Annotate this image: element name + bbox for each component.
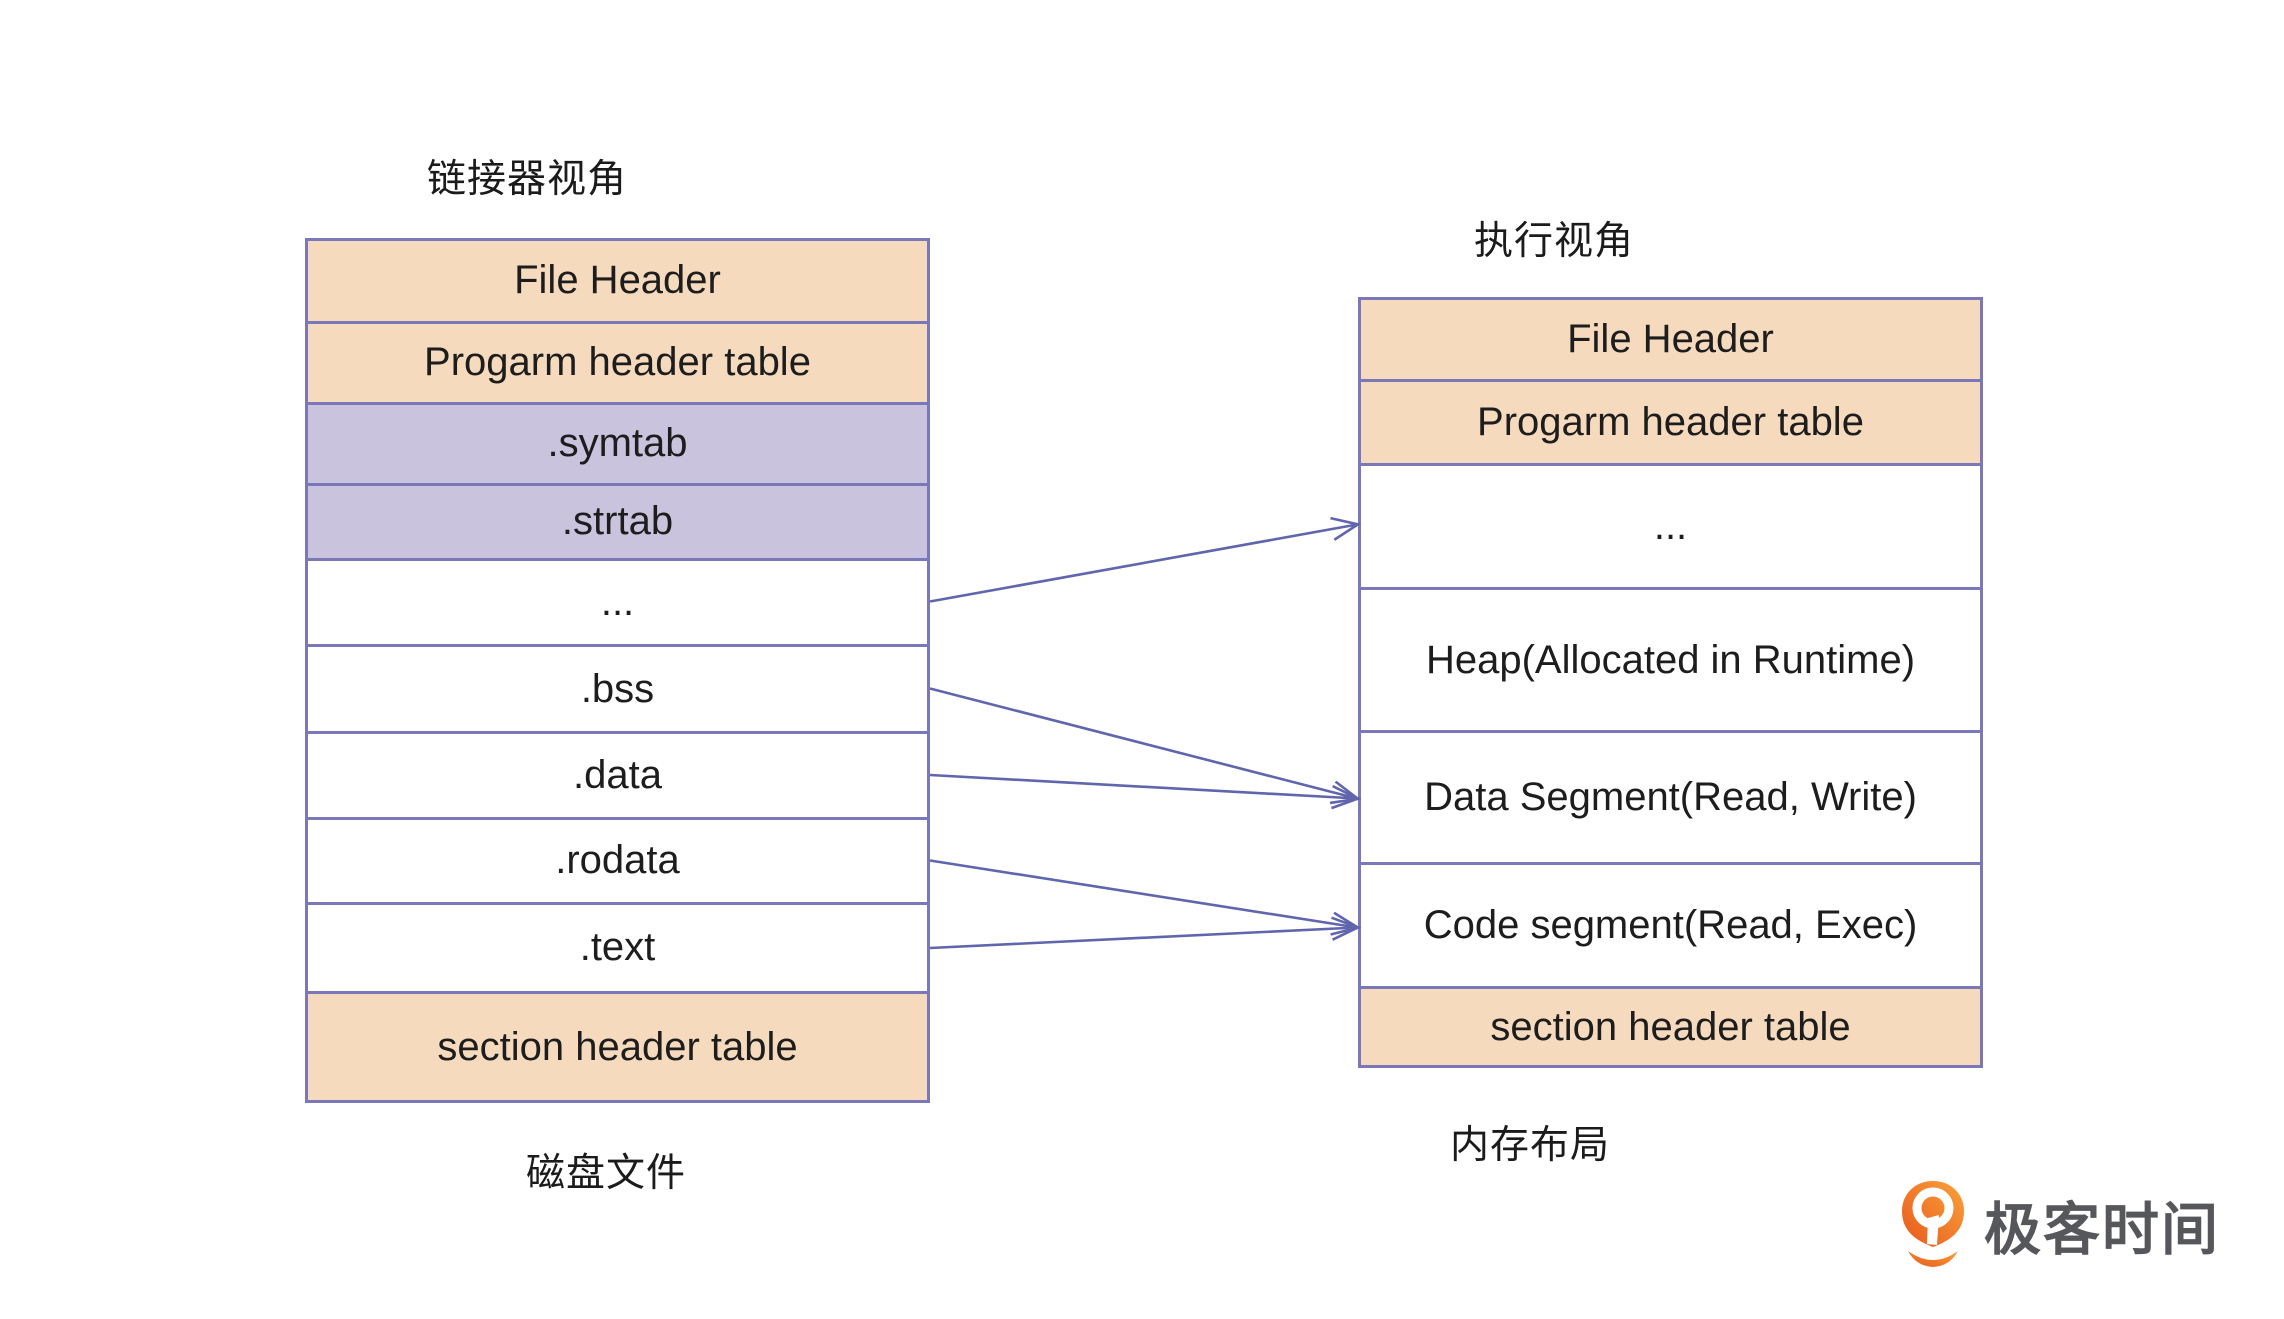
- section-row-label: .symtab: [547, 421, 688, 466]
- section-row-label: Progarm header table: [1477, 400, 1864, 445]
- section-row-: ...: [1361, 465, 1980, 590]
- section-row-bss: .bss: [308, 647, 927, 735]
- section-row-progarm-header-table: Progarm header table: [308, 323, 927, 405]
- section-row-file-header: File Header: [1361, 300, 1980, 383]
- section-row-code-segment-read-exec: Code segment(Read, Exec): [1361, 865, 1980, 990]
- memory-layout-caption: 内存布局: [1449, 1124, 1610, 1167]
- section-row-label: .data: [573, 753, 662, 798]
- section-row-section-header-table: section header table: [1361, 989, 1980, 1066]
- section-row-label: File Header: [1567, 317, 1774, 362]
- section-row-label: .rodata: [555, 838, 680, 883]
- section-row-data: .data: [308, 734, 927, 820]
- mapping-arrow-1: [929, 687, 1357, 799]
- mapping-arrow-4: [929, 928, 1357, 950]
- section-row-heap-allocated-in-runtime: Heap(Allocated in Runtime): [1361, 589, 1980, 734]
- geektime-logo: 极客时间: [1900, 1180, 2220, 1270]
- linker-view-title: 链接器视角: [426, 158, 627, 201]
- section-row-file-header: File Header: [308, 241, 927, 324]
- mapping-arrow-2: [929, 773, 1357, 799]
- section-row-rodata: .rodata: [308, 819, 927, 905]
- section-row-label: Progarm header table: [424, 340, 811, 385]
- section-row-label: Heap(Allocated in Runtime): [1425, 637, 1916, 682]
- section-row-label: Code segment(Read, Exec): [1423, 903, 1918, 948]
- section-row-symtab: .symtab: [308, 404, 927, 486]
- mapping-arrow-3: [929, 859, 1357, 928]
- section-row-label: ...: [600, 580, 635, 625]
- section-row-strtab: .strtab: [308, 485, 927, 561]
- section-row-label: section header table: [437, 1024, 798, 1069]
- section-row-text: .text: [308, 904, 927, 995]
- section-row-label: ...: [1653, 503, 1688, 548]
- geektime-flame-icon: [1902, 1181, 1964, 1267]
- execution-view-title: 执行视角: [1473, 220, 1634, 263]
- disk-file-caption: 磁盘文件: [525, 1152, 686, 1195]
- section-row-: ...: [308, 560, 927, 648]
- section-row-label: section header table: [1490, 1004, 1851, 1049]
- geektime-logo-text: 极客时间: [1984, 1198, 2220, 1262]
- section-row-label: File Header: [514, 258, 721, 303]
- section-row-label: .text: [579, 925, 656, 970]
- mapping-arrow-0: [929, 525, 1357, 603]
- section-row-progarm-header-table: Progarm header table: [1361, 382, 1980, 466]
- section-row-section-header-table: section header table: [308, 994, 927, 1100]
- section-row-label: .strtab: [561, 499, 674, 544]
- section-row-label: .bss: [580, 666, 655, 711]
- section-row-data-segment-read-write: Data Segment(Read, Write): [1361, 733, 1980, 866]
- section-row-label: Data Segment(Read, Write): [1424, 775, 1917, 820]
